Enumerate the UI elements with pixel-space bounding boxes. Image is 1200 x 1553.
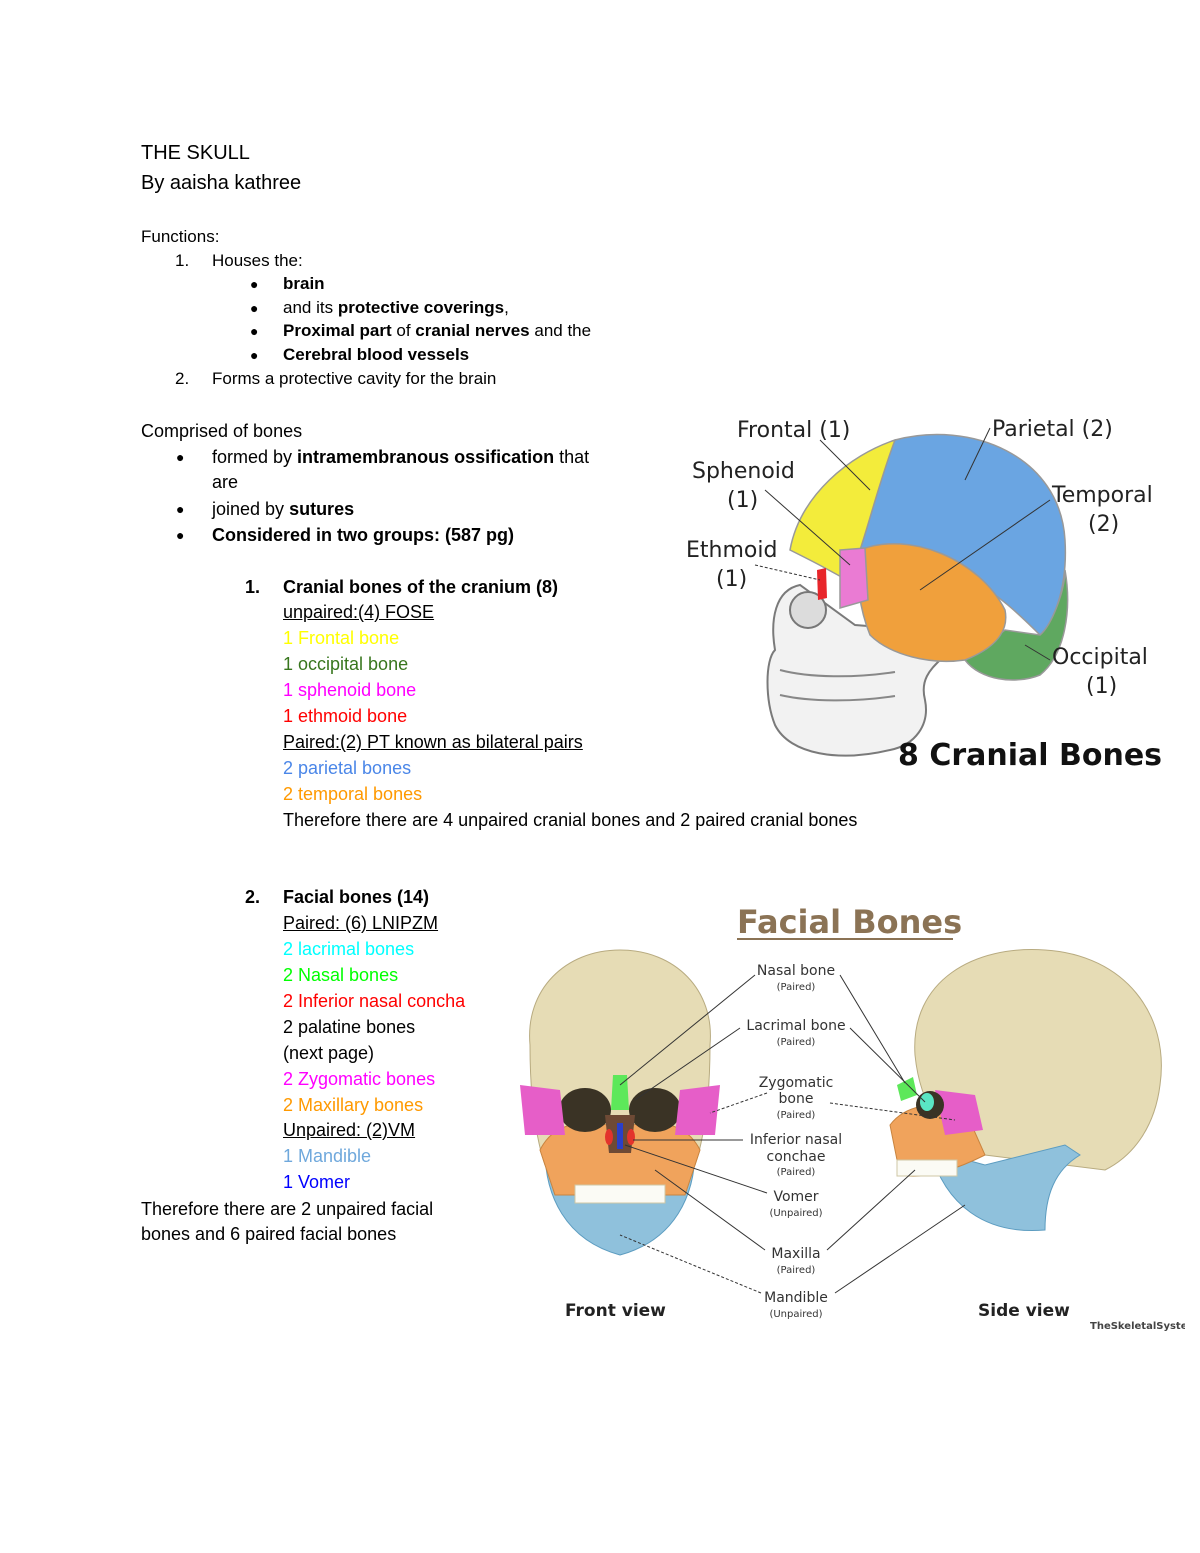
cranial-occipital: 1 occipital bone — [283, 654, 409, 674]
bullet-icon: ● — [250, 347, 259, 363]
facial-label-zygomatic-sub: (Paired) — [777, 1110, 816, 1121]
document-title: THE SKULL — [141, 142, 250, 164]
facial-label-maxilla: Maxilla — [771, 1246, 820, 1262]
facial-nasal: 2 Nasal bones — [283, 965, 399, 985]
facial-mandible: 1 Mandible — [283, 1146, 372, 1166]
function-2-text: Forms a protective cavity for the brain — [212, 369, 497, 388]
facial-summary-line-2: bones and 6 paired facial bones — [141, 1224, 397, 1244]
cranial-label-occipital-1: Occipital — [1052, 645, 1148, 670]
temporal-bone-region — [857, 542, 1007, 663]
cranial-label-sphenoid-2: (1) — [727, 488, 758, 513]
facial-figure-title: Facial Bones — [737, 903, 962, 941]
cranial-parietal: 2 parietal bones — [283, 758, 412, 778]
facial-maxillary: 2 Maxillary bones — [283, 1095, 424, 1115]
facial-label-lacrimal-sub: (Paired) — [777, 1037, 816, 1048]
figure-credit-logo: TheSkeletalSystem — [1090, 1321, 1185, 1332]
facial-next-page: (next page) — [283, 1043, 375, 1063]
side-view-caption: Side view — [978, 1301, 1070, 1321]
cranial-ethmoid: 1 ethmoid bone — [283, 706, 408, 726]
front-view-skull — [520, 949, 720, 1256]
bullet-icon: ● — [250, 300, 259, 316]
cranial-heading: Cranial bones of the cranium (8) — [283, 577, 559, 597]
cranial-sphenoid: 1 sphenoid bone — [283, 680, 417, 700]
facial-label-zygomatic-1: Zygomatic — [759, 1075, 834, 1091]
cranial-bones-figure: Frontal (1) Parietal (2) Sphenoid (1) Te… — [686, 417, 1162, 773]
function-1-item-coverings: and its protective coverings, — [283, 298, 509, 317]
bullet-icon: ● — [176, 527, 185, 543]
facial-concha: 2 Inferior nasal concha — [283, 991, 466, 1011]
cranial-label-occipital-2: (1) — [1086, 674, 1117, 699]
facial-unpaired: Unpaired: (2)VM — [283, 1120, 416, 1140]
facial-label-concha-1: Inferior nasal — [750, 1132, 842, 1148]
cranial-label-parietal: Parietal (2) — [992, 417, 1113, 442]
side-view-skull — [889, 949, 1162, 1232]
facial-paired: Paired: (6) LNIPZM — [283, 913, 439, 933]
bullet-ossification: formed by intramembranous ossification t… — [212, 447, 590, 467]
function-1-text: Houses the: — [212, 251, 303, 270]
cranial-unpaired: unpaired:(4) FOSE — [283, 602, 435, 622]
facial-label-nasal-sub: (Paired) — [777, 982, 816, 993]
ethmoid-bone-region — [817, 568, 827, 600]
facial-label-nasal: Nasal bone — [757, 963, 835, 979]
cranial-number: 1. — [245, 577, 261, 597]
facial-label-mandible: Mandible — [764, 1290, 828, 1306]
function-1-item-nerves: Proximal part of cranial nerves and the — [283, 321, 592, 340]
facial-summary-line-1: Therefore there are 2 unpaired facial — [141, 1199, 434, 1219]
facial-zygomatic: 2 Zygomatic bones — [283, 1069, 436, 1089]
facial-label-zygomatic-2: bone — [779, 1091, 814, 1107]
sphenoid-bone-region — [839, 547, 869, 609]
bullet-ossification-continued: are — [212, 472, 239, 492]
front-view-caption: Front view — [565, 1301, 666, 1321]
facial-bones-figure: Facial Bones — [520, 903, 1185, 1332]
cranial-summary: Therefore there are 4 unpaired cranial b… — [283, 810, 858, 830]
facial-label-concha-sub: (Paired) — [777, 1167, 816, 1178]
facial-label-concha-2: conchae — [767, 1149, 826, 1165]
cranial-figure-caption: 8 Cranial Bones — [898, 738, 1162, 773]
bullet-two-groups: Considered in two groups: (587 pg) — [212, 525, 515, 545]
occipital-bone-region — [963, 569, 1069, 681]
bullet-icon: ● — [176, 449, 185, 465]
bullet-sutures: joined by sutures — [212, 499, 355, 519]
facial-label-maxilla-sub: (Paired) — [777, 1265, 816, 1276]
function-1-item-brain: brain — [283, 274, 325, 293]
facial-number: 2. — [245, 887, 261, 907]
facial-leader-lines — [619, 974, 966, 1294]
cranial-label-frontal: Frontal (1) — [737, 418, 850, 443]
function-1-number: 1. — [175, 251, 190, 270]
cranial-frontal: 1 Frontal bone — [283, 628, 400, 648]
cranial-paired: Paired:(2) PT known as bilateral pairs — [283, 732, 583, 752]
function-1-item-vessels: Cerebral blood vessels — [283, 345, 470, 364]
facial-label-vomer: Vomer — [773, 1189, 818, 1205]
bullet-icon: ● — [250, 323, 259, 339]
cranial-label-ethmoid-2: (1) — [716, 567, 747, 592]
cranial-label-temporal-1: Temporal — [1051, 483, 1153, 508]
facial-heading: Facial bones (14) — [283, 887, 430, 907]
cranial-label-ethmoid-1: Ethmoid — [686, 538, 777, 563]
facial-label-lacrimal: Lacrimal bone — [746, 1018, 845, 1034]
function-2-number: 2. — [175, 369, 190, 388]
comprised-heading: Comprised of bones — [141, 421, 303, 441]
cranial-temporal: 2 temporal bones — [283, 784, 423, 804]
bullet-icon: ● — [250, 276, 259, 292]
facial-label-vomer-sub: (Unpaired) — [769, 1208, 822, 1219]
document-author: By aaisha kathree — [141, 172, 302, 194]
bullet-icon: ● — [176, 501, 185, 517]
facial-palatine: 2 palatine bones — [283, 1017, 416, 1037]
facial-vomer: 1 Vomer — [283, 1172, 351, 1192]
functions-heading: Functions: — [141, 227, 220, 246]
cranial-label-sphenoid-1: Sphenoid — [692, 459, 795, 484]
facial-label-mandible-sub: (Unpaired) — [769, 1309, 822, 1320]
cranial-label-temporal-2: (2) — [1088, 512, 1119, 537]
facial-lacrimal: 2 lacrimal bones — [283, 939, 415, 959]
